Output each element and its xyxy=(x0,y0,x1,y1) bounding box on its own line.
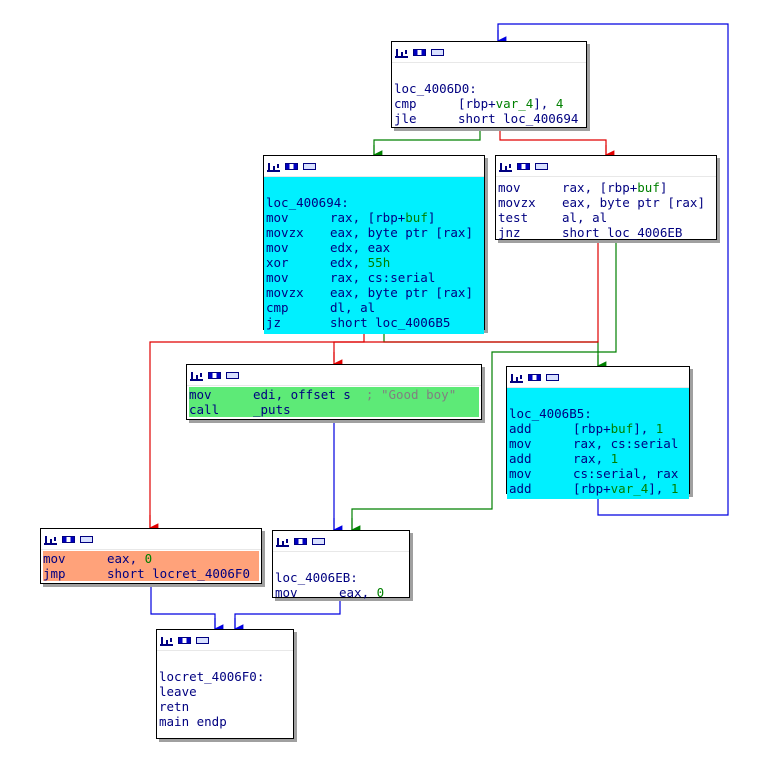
group-nodes-icon[interactable] xyxy=(431,48,444,56)
color-node-icon[interactable] xyxy=(413,48,426,56)
code-line[interactable]: retn xyxy=(159,699,190,714)
edge-b1-b2 xyxy=(373,128,481,155)
group-nodes-icon[interactable] xyxy=(80,535,93,543)
edge-b1-b3 xyxy=(499,128,607,155)
graph-overview-icon[interactable] xyxy=(190,370,203,381)
graph-overview-icon[interactable] xyxy=(395,47,408,58)
color-node-icon[interactable] xyxy=(62,535,75,543)
group-nodes-icon[interactable] xyxy=(535,162,548,170)
graph-overview-icon[interactable] xyxy=(44,534,57,545)
edge-b2-b6 xyxy=(149,330,365,527)
group-nodes-icon[interactable] xyxy=(226,371,239,379)
code-line[interactable]: call_puts xyxy=(189,402,479,417)
code-line[interactable]: leave xyxy=(159,684,197,699)
code-label[interactable]: locret_4006F0: xyxy=(159,669,265,684)
code-label[interactable]: loc_4006B5: xyxy=(509,406,592,421)
color-node-icon[interactable] xyxy=(178,636,191,644)
block-header xyxy=(157,630,293,651)
block-header xyxy=(187,365,481,386)
edge-b2-b5 xyxy=(383,330,599,366)
code-line[interactable]: add[rbp+buf], 1 xyxy=(509,421,664,436)
group-nodes-icon[interactable] xyxy=(546,373,559,381)
code-line[interactable]: main endp xyxy=(159,714,227,729)
color-node-icon[interactable] xyxy=(517,162,530,170)
group-nodes-icon[interactable] xyxy=(303,162,316,170)
block-header xyxy=(273,531,409,552)
group-nodes-icon[interactable] xyxy=(312,537,325,545)
code-label[interactable]: loc_400694: xyxy=(266,195,349,210)
code-label[interactable]: loc_4006D0: xyxy=(394,81,477,96)
block-header xyxy=(264,156,484,177)
block-header xyxy=(392,42,586,63)
edge-b6-b8 xyxy=(150,584,216,628)
edge-b3-b7 xyxy=(351,240,617,530)
code-line[interactable]: add[rbp+var_4], 1 xyxy=(509,481,679,496)
block-header xyxy=(496,156,716,177)
block-header xyxy=(507,367,689,388)
color-node-icon[interactable] xyxy=(208,371,221,379)
graph-overview-icon[interactable] xyxy=(276,536,289,547)
graph-overview-icon[interactable] xyxy=(267,161,280,172)
color-node-icon[interactable] xyxy=(285,162,298,170)
color-node-icon[interactable] xyxy=(294,537,307,545)
color-node-icon[interactable] xyxy=(528,373,541,381)
code-line[interactable]: cmp[rbp+var_4], 4 xyxy=(394,96,564,111)
graph-overview-icon[interactable] xyxy=(499,161,512,172)
graph-overview-icon[interactable] xyxy=(160,635,173,646)
block-header xyxy=(41,529,261,550)
group-nodes-icon[interactable] xyxy=(196,636,209,644)
graph-overview-icon[interactable] xyxy=(510,372,523,383)
edge-b5-b1-loop xyxy=(497,23,729,516)
code-label[interactable]: loc_4006EB: xyxy=(275,570,358,585)
